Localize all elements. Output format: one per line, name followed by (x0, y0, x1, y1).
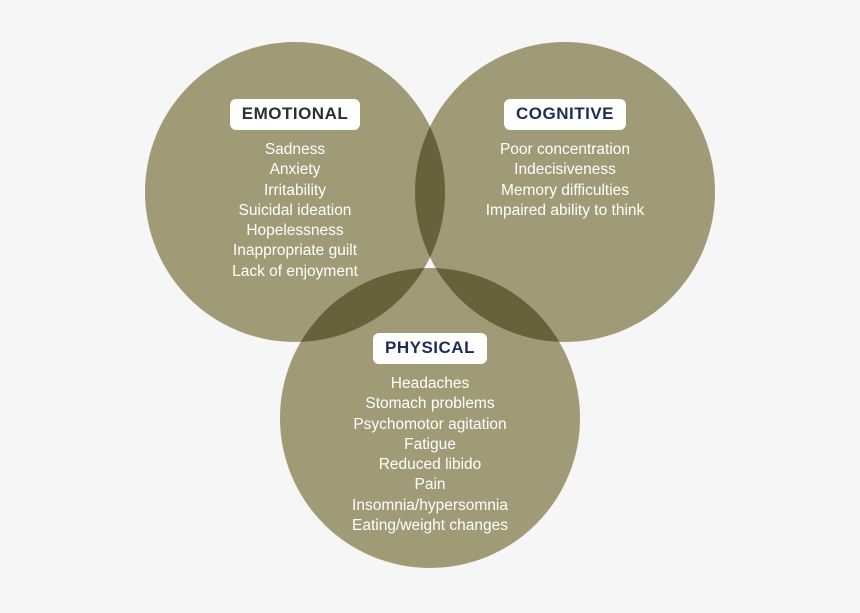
list-item: Poor concentration (499, 141, 631, 158)
emotional-group: EMOTIONAL Sadness Anxiety Irritability S… (145, 99, 445, 282)
physical-label: PHYSICAL (373, 333, 487, 364)
list-item: Fatigue (404, 435, 456, 453)
emotional-label: EMOTIONAL (229, 99, 361, 130)
list-item: Lack of enjoyment (232, 262, 358, 280)
list-item: Memory difficulties (500, 181, 630, 199)
list-item: Sadness (264, 141, 326, 158)
list-item: Eating/weight changes (352, 517, 508, 535)
list-item: Stomach problems (365, 395, 495, 413)
cognitive-group: COGNITIVE Poor concentration Indecisiven… (415, 99, 715, 221)
list-item: Impaired ability to think (485, 201, 645, 219)
list-item: Irritability (263, 181, 326, 199)
list-item: Anxiety (269, 161, 321, 179)
list-item: Insomnia/hypersomnia (352, 496, 508, 514)
cognitive-item-list: Poor concentration Indecisiveness Memory… (415, 140, 715, 221)
list-item: Inappropriate guilt (232, 242, 358, 260)
list-item: Suicidal ideation (238, 201, 352, 219)
physical-circle (280, 268, 580, 568)
list-item: Hopelessness (246, 222, 344, 240)
list-item: Pain (414, 476, 446, 494)
list-item: Psychomotor agitation (353, 415, 507, 433)
emotional-item-list: Sadness Anxiety Irritability Suicidal id… (145, 140, 445, 282)
physical-item-list: Headaches Stomach problems Psychomotor a… (280, 374, 580, 536)
cognitive-label: COGNITIVE (503, 99, 626, 130)
list-item: Indecisiveness (514, 161, 616, 179)
list-item: Reduced libido (378, 456, 482, 474)
physical-group: PHYSICAL Headaches Stomach problems Psyc… (280, 333, 580, 536)
list-item: Headaches (390, 375, 470, 392)
